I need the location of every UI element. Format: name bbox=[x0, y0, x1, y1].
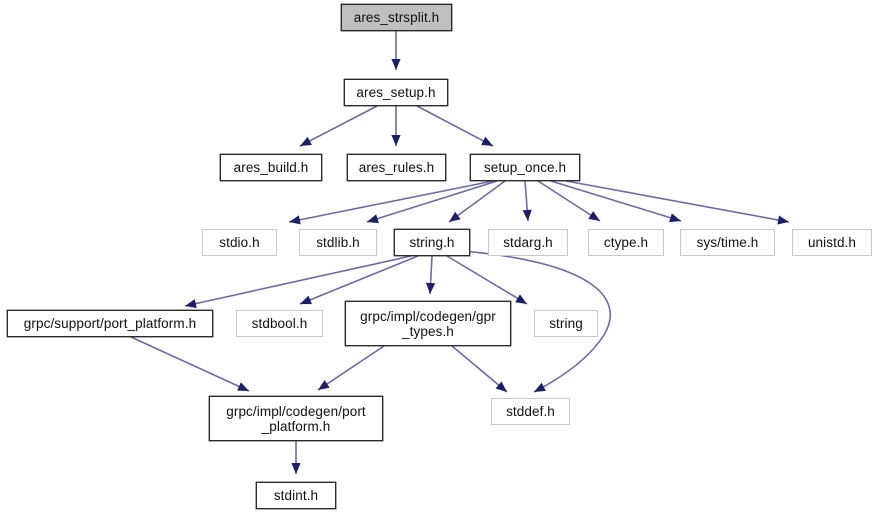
edge-string_h-to-string_cpp bbox=[446, 255, 528, 305]
edge-string_h-to-gpr_types bbox=[429, 255, 433, 295]
arrowhead-setup_once-to-stdlib bbox=[367, 214, 379, 224]
arrowhead-ares_setup-to-setup_once bbox=[481, 136, 493, 146]
node-string_h[interactable]: string.h bbox=[394, 229, 470, 256]
node-label: string.h bbox=[409, 235, 455, 250]
node-label: ares_rules.h bbox=[358, 160, 435, 175]
arrowhead-setup_once-to-string_h bbox=[449, 211, 461, 222]
arrowhead-setup_once-to-systime bbox=[669, 213, 681, 223]
arrowhead-gpr_types-to-grpc_impl_pp bbox=[318, 380, 330, 390]
edge-setup_once-to-systime bbox=[550, 180, 682, 222]
arrowhead-setup_once-to-ctype bbox=[588, 211, 600, 221]
arrowhead-grpc_support_pp-to-grpc_impl_pp bbox=[237, 382, 249, 391]
edge-setup_once-to-unistd bbox=[565, 180, 790, 223]
node-setup_once[interactable]: setup_once.h bbox=[470, 154, 580, 181]
arrowhead-ares_setup-to-ares_rules bbox=[391, 135, 401, 146]
edge-ares_setup-to-setup_once bbox=[416, 105, 494, 147]
node-label: grpc/impl/codegen/port _platform.h bbox=[226, 403, 366, 434]
arrowhead-ares_setup-to-ares_build bbox=[300, 136, 312, 146]
node-string_cpp[interactable]: string bbox=[534, 310, 598, 337]
node-label: unistd.h bbox=[807, 235, 857, 250]
node-label: sys/time.h bbox=[696, 235, 759, 250]
node-stdio[interactable]: stdio.h bbox=[202, 229, 277, 256]
arrowhead-string_h-to-string_cpp bbox=[515, 294, 527, 304]
node-label: ares_strsplit.h bbox=[353, 10, 440, 25]
node-label: grpc/impl/codegen/gpr _types.h bbox=[360, 308, 496, 339]
node-stddef[interactable]: stddef.h bbox=[491, 398, 570, 425]
edge-ares_setup-to-ares_build bbox=[299, 105, 378, 147]
node-label: ares_setup.h bbox=[356, 85, 436, 100]
node-ares_setup[interactable]: ares_setup.h bbox=[344, 79, 448, 106]
node-ctype[interactable]: ctype.h bbox=[588, 229, 664, 256]
edge-setup_once-to-ctype bbox=[537, 180, 601, 222]
node-unistd[interactable]: unistd.h bbox=[792, 229, 872, 256]
node-stdint[interactable]: stdint.h bbox=[256, 482, 336, 509]
node-ares_build[interactable]: ares_build.h bbox=[220, 154, 322, 181]
edge-gpr_types-to-stddef bbox=[451, 345, 508, 393]
edge-grpc_support_pp-to-grpc_impl_pp bbox=[130, 336, 250, 392]
node-stdarg[interactable]: stdarg.h bbox=[488, 229, 568, 256]
edge-string_h-to-stdbool bbox=[299, 255, 419, 305]
arrowhead-setup_once-to-stdarg bbox=[522, 209, 532, 221]
node-label: grpc/support/port_platform.h bbox=[23, 316, 197, 331]
node-label: stdbool.h bbox=[251, 316, 308, 331]
arrowhead-ares_strsplit-to-ares_setup bbox=[391, 59, 401, 70]
node-label: stdarg.h bbox=[503, 235, 553, 250]
node-ares_rules[interactable]: ares_rules.h bbox=[347, 154, 446, 181]
arrowhead-setup_once-to-unistd bbox=[777, 215, 789, 225]
node-stdlib[interactable]: stdlib.h bbox=[299, 229, 377, 256]
node-ares_strsplit[interactable]: ares_strsplit.h bbox=[341, 4, 452, 31]
node-label: ctype.h bbox=[603, 235, 649, 250]
node-systime[interactable]: sys/time.h bbox=[680, 229, 775, 256]
node-label: stdio.h bbox=[219, 235, 260, 250]
arrowhead-string_h-to-gpr_types bbox=[425, 282, 436, 294]
arrowhead-grpc_impl_pp-to-stdint bbox=[291, 463, 301, 474]
arrowhead-string_h-to-grpc_support_pp bbox=[185, 299, 197, 309]
edge-string_h-to-grpc_support_pp bbox=[184, 255, 412, 307]
edge-setup_once-to-stdarg bbox=[524, 180, 529, 222]
arrowhead-string_h-to-stdbool bbox=[300, 295, 312, 305]
node-gpr_types[interactable]: grpc/impl/codegen/gpr _types.h bbox=[345, 301, 511, 346]
arrowhead-gpr_types-to-stddef bbox=[495, 381, 507, 392]
node-grpc_impl_pp[interactable]: grpc/impl/codegen/port _platform.h bbox=[209, 396, 383, 441]
node-label: stdint.h bbox=[273, 488, 319, 503]
node-label: setup_once.h bbox=[483, 160, 567, 175]
node-label: stddef.h bbox=[506, 404, 555, 419]
arrowhead-setup_once-to-stdio bbox=[289, 215, 301, 225]
arrowhead-string_h-to-stddef bbox=[534, 382, 546, 392]
edge-setup_once-to-stdlib bbox=[366, 180, 498, 223]
node-label: ares_build.h bbox=[233, 160, 309, 175]
edge-setup_once-to-string_h bbox=[448, 180, 506, 223]
node-stdbool[interactable]: stdbool.h bbox=[236, 310, 323, 337]
node-label: string bbox=[549, 316, 583, 331]
node-grpc_support_pp[interactable]: grpc/support/port_platform.h bbox=[7, 310, 213, 337]
node-label: stdlib.h bbox=[316, 235, 360, 250]
edge-gpr_types-to-grpc_impl_pp bbox=[317, 345, 385, 391]
edge-setup_once-to-stdio bbox=[288, 180, 494, 223]
